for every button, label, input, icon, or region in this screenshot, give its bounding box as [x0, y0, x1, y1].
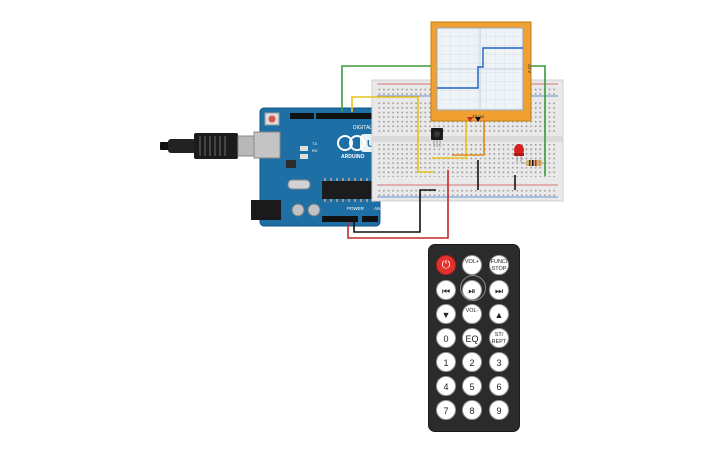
func-stop-button[interactable]: FUNC/ STOP: [489, 255, 509, 275]
eq-button[interactable]: EQ: [462, 328, 482, 348]
scope-ground-marker: [475, 117, 481, 122]
digit-9-button[interactable]: 9: [489, 400, 509, 420]
digit-7-button[interactable]: 7: [436, 400, 456, 420]
power-button[interactable]: ⏻: [436, 255, 456, 275]
board-brand: ARDUINO: [341, 154, 364, 160]
tx-label: TX: [312, 141, 317, 146]
digit-4-button[interactable]: 4: [436, 376, 456, 396]
down-button[interactable]: ▼: [436, 304, 456, 324]
oscilloscope[interactable]: 10 ms 20 V: [430, 21, 532, 122]
rx-label: RX: [312, 148, 318, 153]
resistor[interactable]: [521, 160, 547, 166]
analog-label: ANALOG IN: [374, 206, 399, 211]
power-label: POWER: [347, 206, 365, 211]
up-button[interactable]: ▲: [489, 304, 509, 324]
digit-5-button[interactable]: 5: [462, 376, 482, 396]
wire-orange[interactable]: [452, 118, 485, 156]
usb-cable[interactable]: [160, 133, 263, 159]
digit-8-button[interactable]: 8: [462, 400, 482, 420]
wire-yellow-2[interactable]: [432, 118, 467, 159]
wire-black-ground[interactable]: [353, 189, 436, 233]
scope-probe-marker: [467, 117, 473, 122]
digital-label: DIGITAL: [353, 125, 372, 131]
wire-red-power[interactable]: [347, 170, 449, 239]
digit-0-button[interactable]: 0: [436, 328, 456, 348]
red-led[interactable]: [514, 144, 524, 162]
wire-yellow[interactable]: [351, 96, 434, 173]
next-button[interactable]: ⏭: [489, 280, 509, 300]
ir-receiver[interactable]: [431, 128, 443, 147]
digit-2-button[interactable]: 2: [462, 352, 482, 372]
digit-3-button[interactable]: 3: [489, 352, 509, 372]
scope-trace: [437, 47, 523, 89]
digit-1-button[interactable]: 1: [436, 352, 456, 372]
reset-button[interactable]: [268, 115, 276, 123]
prev-button[interactable]: ⏮: [436, 280, 456, 300]
scope-volt-label: 20 V: [527, 64, 532, 73]
vol-up-button[interactable]: VOL+: [462, 255, 482, 275]
arduino-uno-board[interactable]: UNO ARDUINO DIGITAL TX RX POWER ANALOG I…: [251, 107, 399, 227]
scope-time-label: 10 ms: [472, 114, 485, 119]
play-pause-button[interactable]: ⏯: [462, 280, 482, 300]
vol-down-button[interactable]: VOL-: [462, 304, 482, 324]
digit-6-button[interactable]: 6: [489, 376, 509, 396]
st-rept-button[interactable]: ST/ REPT: [489, 328, 509, 348]
